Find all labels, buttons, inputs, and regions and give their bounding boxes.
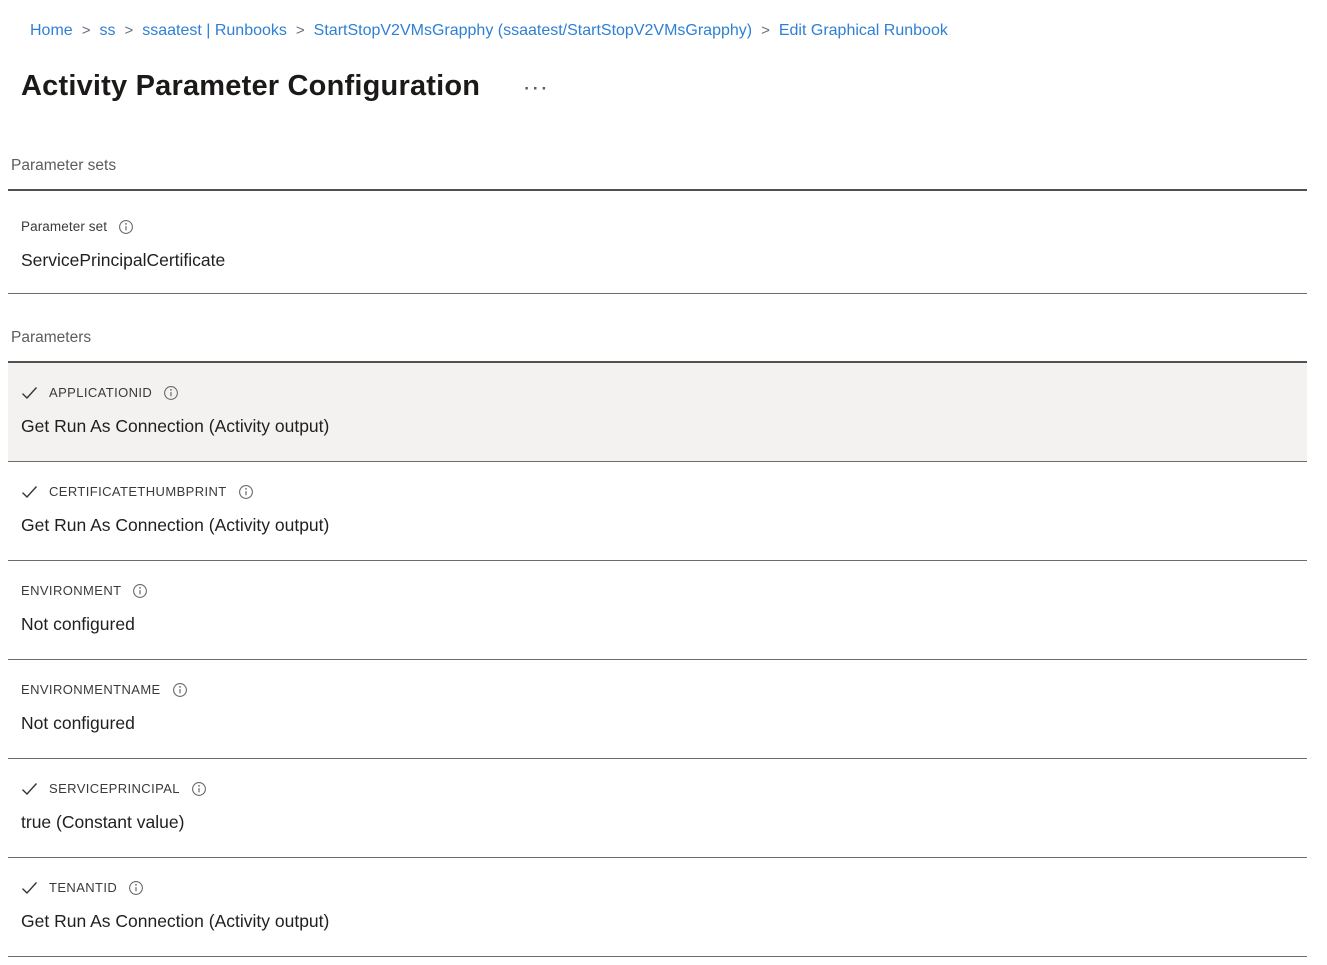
breadcrumb-separator: > [295, 22, 305, 39]
info-icon[interactable] [172, 682, 188, 698]
checkmark-icon [21, 881, 38, 895]
parameter-name: ENVIRONMENTNAME [21, 682, 161, 697]
parameter-name: SERVICEPRINCIPAL [49, 781, 180, 796]
parameter-value: Not configured [21, 713, 135, 733]
parameter-row-tenantid[interactable]: TENANTID Get Run As Connection (Activity… [8, 858, 1307, 957]
parameter-row-applicationid[interactable]: APPLICATIONID Get Run As Connection (Act… [8, 363, 1307, 462]
parameters-heading: Parameters [8, 328, 1307, 363]
parameter-row-serviceprincipal[interactable]: SERVICEPRINCIPAL true (Constant value) [8, 759, 1307, 858]
breadcrumb-edit-graphical-runbook[interactable]: Edit Graphical Runbook [778, 22, 948, 39]
parameter-name: CERTIFICATETHUMBPRINT [49, 484, 227, 499]
page-title: Activity Parameter Configuration [21, 70, 481, 102]
parameter-label-line: CERTIFICATETHUMBPRINT [21, 483, 1307, 501]
parameter-value: Not configured [21, 614, 135, 634]
parameter-label-line: APPLICATIONID [21, 384, 1307, 402]
parameter-set-label-line: Parameter set [21, 218, 1307, 236]
info-icon[interactable] [163, 385, 179, 401]
parameter-label-line: SERVICEPRINCIPAL [21, 780, 1307, 798]
breadcrumb: Home > ss > ssaatest | Runbooks > StartStopV2V… [0, 0, 1327, 42]
parameter-name: APPLICATIONID [49, 385, 153, 400]
parameters-section: Parameters APPLICATIONID Get Run As Conn… [8, 328, 1307, 957]
parameter-set-value: ServicePrincipalCertificate [21, 250, 226, 270]
parameter-value: Get Run As Connection (Activity output) [21, 911, 330, 931]
parameter-value: true (Constant value) [21, 812, 185, 832]
breadcrumb-ss[interactable]: ss [99, 22, 116, 39]
info-icon[interactable] [191, 781, 207, 797]
checkmark-icon [21, 386, 38, 400]
breadcrumb-home[interactable]: Home [30, 22, 73, 39]
parameter-sets-section: Parameter sets Parameter set ServicePrin… [8, 156, 1307, 294]
breadcrumb-separator: > [81, 22, 91, 39]
parameter-label-line: TENANTID [21, 879, 1307, 897]
info-icon[interactable] [132, 583, 148, 599]
parameter-value: Get Run As Connection (Activity output) [21, 416, 330, 436]
parameter-set-label: Parameter set [21, 219, 108, 234]
breadcrumb-separator: > [761, 22, 770, 39]
breadcrumb-runbook-name[interactable]: StartStopV2VMsGrapphy (ssaatest/StartSto… [313, 22, 753, 39]
page-header: Activity Parameter Configuration ··· [21, 66, 1307, 106]
parameter-row-environment[interactable]: ENVIRONMENT Not configured [8, 561, 1307, 660]
info-icon[interactable] [238, 484, 254, 500]
checkmark-icon [21, 782, 38, 796]
checkmark-icon [21, 485, 38, 499]
parameter-label-line: ENVIRONMENT [21, 582, 1307, 600]
parameter-name: TENANTID [49, 880, 118, 895]
breadcrumb-runbooks[interactable]: ssaatest | Runbooks [142, 22, 287, 39]
parameter-row-environmentname[interactable]: ENVIRONMENTNAME Not configured [8, 660, 1307, 759]
parameter-sets-heading: Parameter sets [8, 156, 1307, 191]
parameter-set-row[interactable]: Parameter set ServicePrincipalCertificat… [8, 191, 1307, 294]
parameter-label-line: ENVIRONMENTNAME [21, 681, 1307, 699]
breadcrumb-separator: > [124, 22, 134, 39]
info-icon[interactable] [118, 219, 134, 235]
parameter-name: ENVIRONMENT [21, 583, 122, 598]
parameter-value: Get Run As Connection (Activity output) [21, 515, 330, 535]
parameter-row-certificatethumbprint[interactable]: CERTIFICATETHUMBPRINT Get Run As Connect… [8, 462, 1307, 561]
info-icon[interactable] [128, 880, 144, 896]
more-options-icon[interactable]: ··· [524, 78, 551, 98]
